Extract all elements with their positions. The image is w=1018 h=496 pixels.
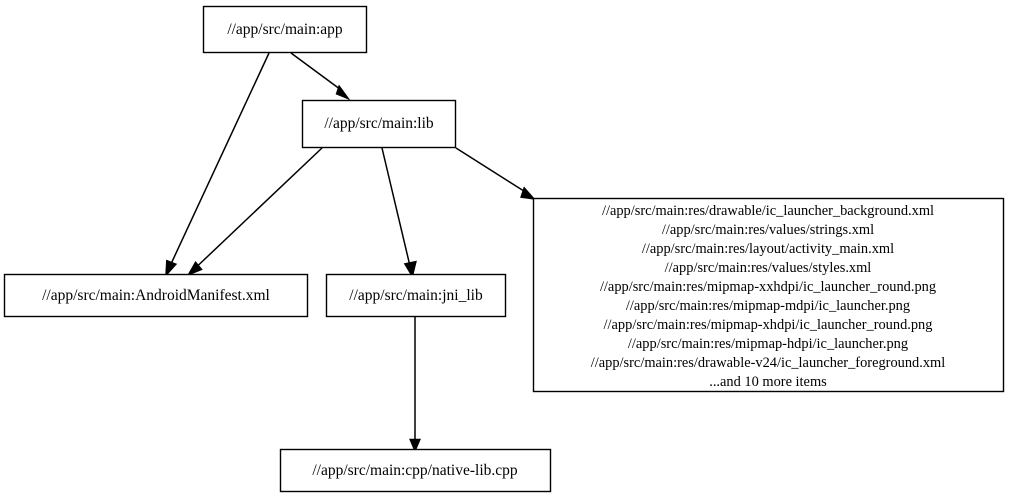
node-resources-line-1: //app/src/main:res/drawable/ic_launcher_… (602, 203, 934, 219)
node-resources-line-9: //app/src/main:res/drawable-v24/ic_launc… (591, 355, 945, 371)
node-lib-label: //app/src/main:lib (324, 115, 434, 132)
edge-app-to-manifest (165, 52, 270, 278)
node-resources-line-5: //app/src/main:res/mipmap-xxhdpi/ic_laun… (600, 279, 936, 295)
node-resources-line-3: //app/src/main:res/layout/activity_main.… (642, 241, 894, 257)
node-native-lib-cpp[interactable]: //app/src/main:cpp/native-lib.cpp (279, 448, 552, 493)
node-app-label: //app/src/main:app (227, 21, 343, 38)
node-resources[interactable]: //app/src/main:res/drawable/ic_launcher_… (532, 197, 1005, 393)
node-native-lib-cpp-label: //app/src/main:cpp/native-lib.cpp (312, 462, 518, 479)
node-android-manifest[interactable]: //app/src/main:AndroidManifest.xml (3, 273, 309, 318)
edge-jni-lib-to-native-lib (409, 317, 421, 453)
node-resources-line-8: //app/src/main:res/mipmap-hdpi/ic_launch… (628, 336, 908, 352)
node-resources-line-6: //app/src/main:res/mipmap-mdpi/ic_launch… (626, 298, 910, 314)
node-android-manifest-label: //app/src/main:AndroidManifest.xml (42, 287, 270, 304)
node-jni-lib[interactable]: //app/src/main:jni_lib (325, 273, 507, 318)
edge-lib-to-resources (455, 147, 536, 200)
edge-group (165, 52, 536, 453)
node-resources-line-7: //app/src/main:res/mipmap-xhdpi/ic_launc… (604, 317, 933, 333)
edge-app-to-lib (290, 52, 351, 101)
node-jni-lib-label: //app/src/main:jni_lib (349, 287, 483, 304)
node-lib[interactable]: //app/src/main:lib (301, 99, 457, 149)
edge-lib-to-manifest (186, 147, 323, 277)
node-app[interactable]: //app/src/main:app (202, 5, 368, 54)
node-resources-line-4: //app/src/main:res/values/styles.xml (665, 260, 872, 276)
node-resources-line-10: ...and 10 more items (709, 374, 827, 390)
node-resources-line-2: //app/src/main:res/values/strings.xml (662, 222, 874, 238)
edge-lib-to-jni-lib (381, 147, 417, 279)
